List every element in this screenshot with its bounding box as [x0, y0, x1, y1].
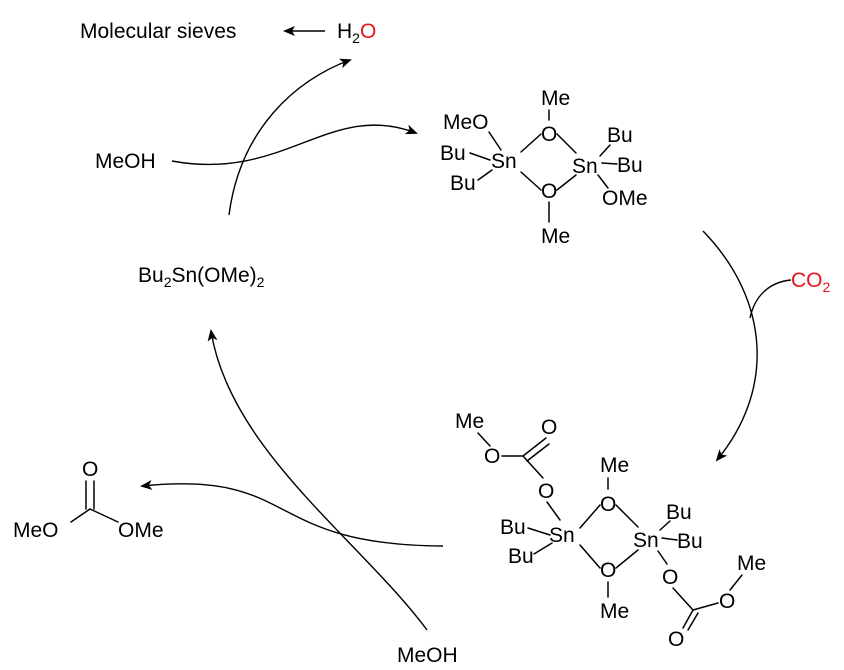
carb-o-bot: O [600, 559, 616, 582]
dimer-ome: OMe [602, 187, 648, 210]
carb-bu-3: Bu [666, 501, 692, 524]
dmc-o-dbl: O [82, 458, 98, 481]
water-label: H2O [337, 20, 376, 46]
dmc-bonds [70, 480, 119, 523]
co2-branch [749, 279, 792, 319]
methanol-uptake-arrow [171, 124, 418, 166]
carb-me-a: Me [455, 410, 484, 433]
dimer-me-top: Me [541, 87, 570, 110]
carb-bu-4: Bu [677, 530, 703, 553]
carb-bu-2: Bu [508, 545, 534, 568]
dmc-meo: MeO [13, 519, 59, 542]
tin-carbonate-dimer: Me O O O Bu Bu Sn Me O O Me Sn Bu Bu O O… [455, 410, 766, 651]
dimer-bu-2: Bu [450, 172, 476, 195]
carb-o-dbl-b: O [668, 628, 684, 651]
dimer-sn-1: Sn [491, 150, 517, 173]
carb-o-a: O [484, 445, 500, 468]
dimer-o-bot: O [541, 180, 557, 203]
dimer-bu-1: Bu [440, 142, 466, 165]
water-release-arrow [228, 58, 352, 216]
dimer-me-bot: Me [541, 225, 570, 248]
methanol-top-label: MeOH [95, 150, 156, 173]
carb-me-bot: Me [600, 600, 629, 623]
carb-o-dbl-a: O [541, 416, 557, 439]
dmc-release-arrow [140, 480, 444, 547]
dimer-meo: MeO [443, 111, 489, 134]
carb-o-link-b: O [662, 566, 678, 589]
dimer-sn-2: Sn [572, 155, 598, 178]
dimer-bonds [469, 109, 618, 223]
carb-me-b: Me [737, 552, 766, 575]
carb-sn-1: Sn [549, 524, 575, 547]
catalyst-label: Bu2Sn(OMe)2 [138, 264, 265, 290]
dimethyl-carbonate: O MeO OMe [13, 458, 164, 542]
molecular-sieves-label: Molecular sieves [80, 20, 236, 43]
dimer-o-top: O [541, 123, 557, 146]
methanol-bottom-label: MeOH [397, 644, 458, 667]
dimer-bu-4: Bu [617, 154, 643, 177]
carb-o-b: O [719, 590, 735, 613]
tin-methoxide-dimer: MeO Bu Bu Sn Me O O Me Sn Bu Bu OMe [440, 87, 648, 248]
regeneration-arrow [207, 329, 428, 631]
carbonate-dimer-bonds [477, 432, 743, 631]
dmc-ome: OMe [118, 519, 164, 542]
co2-insertion-arrow [702, 230, 758, 462]
carb-o-top: O [600, 493, 616, 516]
dimer-bu-3: Bu [607, 124, 633, 147]
carb-me-top: Me [600, 454, 629, 477]
carb-sn-2: Sn [633, 529, 659, 552]
water-removal: Molecular sieves H2O [80, 20, 376, 46]
co2-label: CO2 [791, 269, 831, 295]
carb-o-link-a: O [538, 480, 554, 503]
carb-bu-1: Bu [500, 516, 526, 539]
